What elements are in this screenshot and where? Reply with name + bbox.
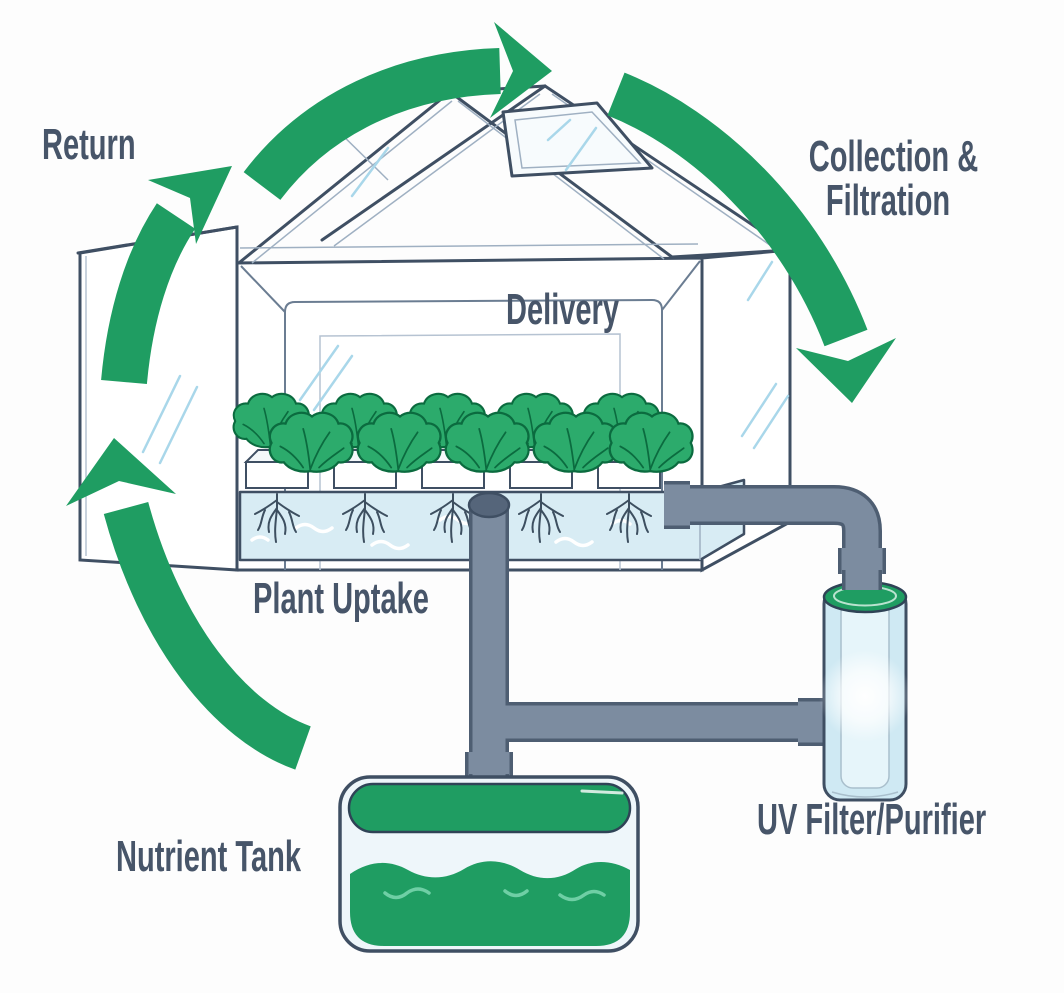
label-plant-uptake: Plant Uptake <box>253 574 429 623</box>
skylight-window <box>501 101 654 178</box>
delivery-arrow-icon <box>243 22 552 201</box>
return-arrow-icon <box>101 166 232 385</box>
tank-wave-icon <box>383 887 606 902</box>
label-collection-line2: Filtration <box>825 176 951 225</box>
uv-lamp-glow <box>819 650 911 742</box>
lettuce-plants <box>232 392 694 473</box>
plant-icon <box>232 392 694 473</box>
label-collection-line1: Collection & <box>808 132 979 181</box>
tank-liquid <box>350 861 630 946</box>
collection-pipe <box>664 481 886 590</box>
collection-arrow-icon <box>607 72 896 403</box>
uptake-arrow-icon <box>66 438 312 770</box>
label-uv-filter: UV Filter/Purifier <box>757 795 987 844</box>
uv-filter-unit <box>819 580 911 802</box>
label-nutrient-tank: Nutrient Tank <box>116 832 302 881</box>
label-return: Return <box>42 120 136 169</box>
cycle-arrows <box>66 22 896 770</box>
label-delivery: Delivery <box>506 285 620 334</box>
nutrient-tank <box>338 775 640 953</box>
label-collection-filtration: Collection & Filtration <box>808 132 979 225</box>
